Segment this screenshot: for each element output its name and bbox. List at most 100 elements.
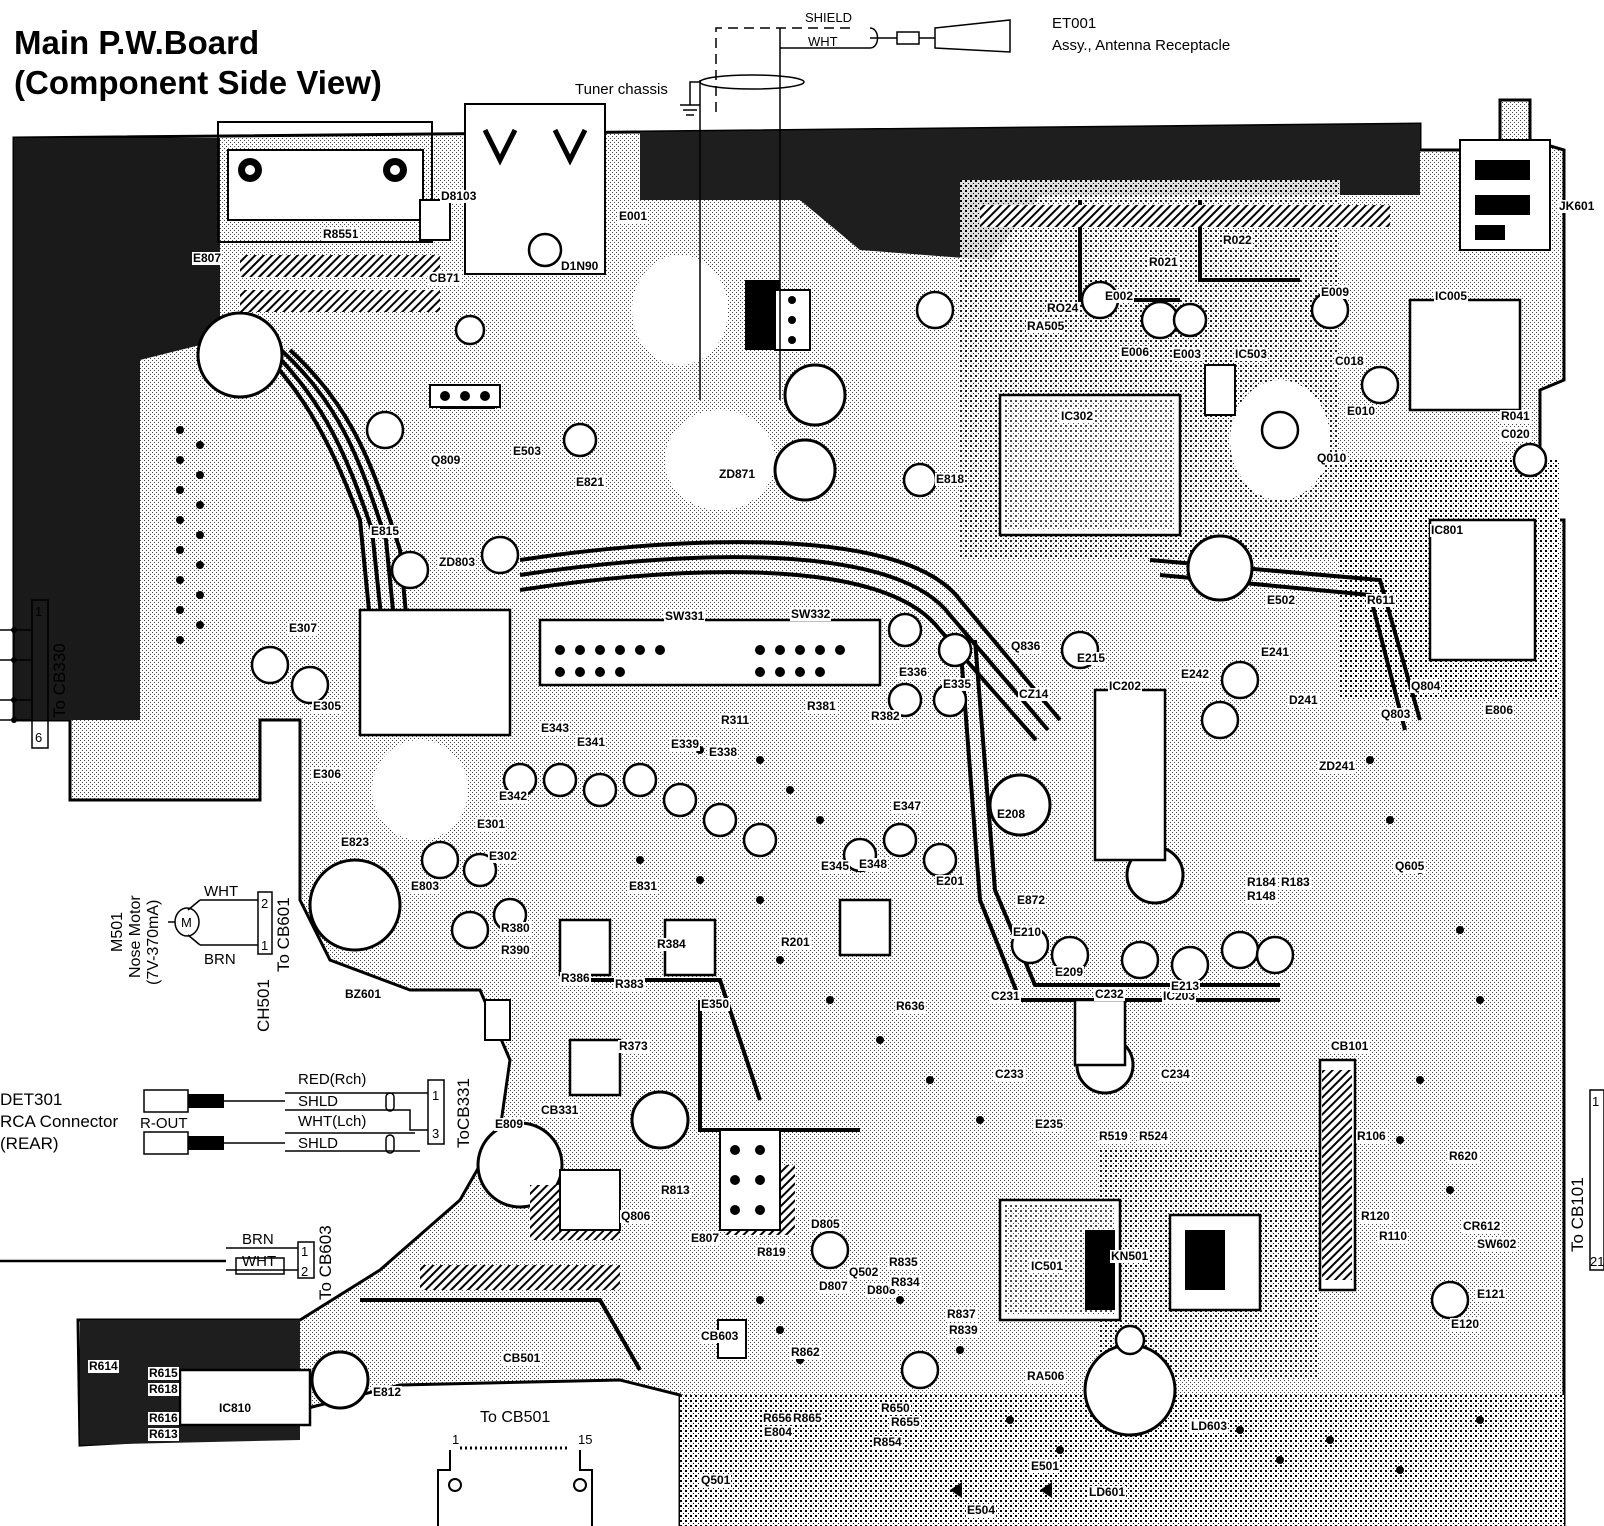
rca-desc1: RCA Connector	[0, 1112, 119, 1131]
component-ref: R865	[792, 1411, 823, 1425]
det301-label: DET301	[0, 1090, 63, 1109]
component-ref: E003	[1172, 347, 1203, 361]
cb603-wht: WHT	[242, 1253, 277, 1270]
cb330-label: To CB330	[50, 643, 69, 718]
component-ref: R380	[500, 921, 531, 935]
cb330-pin6: 6	[35, 730, 43, 745]
component-ref: SW332	[790, 607, 832, 621]
component-ref: E345	[820, 859, 851, 873]
cb603-pin1: 1	[301, 1244, 309, 1259]
component-ref: E335	[942, 677, 973, 691]
component-ref: E809	[494, 1117, 525, 1131]
rca-rout: R-OUT	[140, 1115, 188, 1132]
rca-desc2: (REAR)	[0, 1134, 59, 1153]
cb330-lines	[0, 599, 49, 749]
component-ref: RO24	[1046, 301, 1080, 315]
rca-shld1: SHLD	[298, 1093, 339, 1110]
tuner-chassis-label: Tuner chassis	[575, 81, 668, 98]
component-ref: R819	[756, 1245, 787, 1259]
component-ref: R839	[948, 1323, 979, 1337]
copper-fill-left	[14, 138, 220, 720]
component-ref: R834	[890, 1275, 921, 1289]
component-ref: C231	[990, 989, 1021, 1003]
cb501-pin15: 15	[578, 1432, 593, 1447]
component-ref: Q809	[430, 453, 462, 467]
et001-label: ET001	[1052, 15, 1097, 32]
component-ref: R837	[946, 1307, 977, 1321]
component-ref: R613	[148, 1427, 179, 1441]
component-ref: E302	[488, 849, 519, 863]
component-ref: E201	[935, 874, 966, 888]
motor-to-cb601: To CB601	[274, 897, 293, 972]
motor-ref: M501	[109, 911, 126, 952]
component-ref: R616	[148, 1411, 179, 1425]
component-ref: R524	[1138, 1129, 1169, 1143]
rca-pin1: 1	[432, 1088, 440, 1103]
component-ref: R386	[560, 971, 591, 985]
cb603-brn: BRN	[242, 1231, 274, 1248]
component-ref: Q502	[848, 1265, 880, 1279]
component-ref: C020	[1500, 427, 1531, 441]
component-ref: IC801	[1430, 523, 1465, 537]
component-ref: E872	[1016, 893, 1047, 907]
component-ref: R855	[322, 227, 353, 241]
to-cb101-label: To CB101	[1568, 1177, 1587, 1252]
component-ref: IC302	[1060, 409, 1095, 423]
component-ref: D8103	[440, 189, 478, 203]
component-ref: E215	[1076, 651, 1107, 665]
cb603-lines	[0, 1241, 315, 1279]
component-ref: IC501	[1030, 1259, 1065, 1273]
component-ref: E338	[708, 745, 739, 759]
component-ref: Q836	[1010, 639, 1042, 653]
component-ref: R110	[1378, 1229, 1409, 1243]
cutout	[372, 740, 468, 840]
rca-to-cb331: ToCB331	[454, 1078, 473, 1148]
component-ref: ZD803	[438, 555, 477, 569]
component-ref: R656	[762, 1411, 793, 1425]
component-ref: Q803	[1380, 707, 1412, 721]
component-ref: R854	[872, 1435, 903, 1449]
component-ref: R813	[660, 1183, 691, 1197]
cb101-pin21: 21	[1590, 1254, 1604, 1269]
cb603-to: To CB603	[316, 1225, 335, 1300]
component-ref: R614	[88, 1359, 119, 1373]
small-caps	[250, 232, 1548, 1390]
rca-wht: WHT(Lch)	[298, 1113, 367, 1130]
component-ref: R381	[806, 699, 837, 713]
component-ref: E242	[1180, 667, 1211, 681]
component-ref: Q501	[700, 1473, 732, 1487]
component-ref: E831	[628, 879, 659, 893]
component-ref: E209	[1054, 965, 1085, 979]
motor-brn: BRN	[204, 951, 236, 968]
component-ref: E821	[575, 475, 606, 489]
component-ref: E502	[1266, 593, 1297, 607]
component-ref: E803	[410, 879, 441, 893]
page-title: Main P.W.Board	[14, 24, 260, 61]
component-ref: CB603	[700, 1329, 740, 1343]
component-ref: CB331	[540, 1103, 580, 1117]
component-ref: E010	[1346, 404, 1377, 418]
component-ref: R120	[1360, 1209, 1391, 1223]
component-ref: Q605	[1394, 859, 1426, 873]
et801-connector	[217, 121, 433, 243]
component-ref: CB101	[1330, 1039, 1370, 1053]
component-ref: C018	[1334, 354, 1365, 368]
component-ref: E120	[1450, 1317, 1481, 1331]
component-ref: R373	[618, 1039, 649, 1053]
rca-red: RED(Rch)	[298, 1071, 367, 1088]
component-ref: R384	[656, 937, 687, 951]
component-ref: E343	[540, 721, 571, 735]
component-ref: E121	[1476, 1287, 1507, 1301]
component-ref: E804	[763, 1425, 794, 1439]
component-ref: ZD871	[718, 467, 757, 481]
component-ref: E210	[1012, 925, 1043, 939]
component-ref: C232	[1094, 987, 1125, 1001]
component-ref: R106	[1356, 1129, 1387, 1143]
component-ref: CZ14	[1018, 687, 1050, 701]
component-ref: RA506	[1026, 1369, 1066, 1383]
component-ref: R655	[890, 1415, 921, 1429]
component-ref: C233	[994, 1067, 1025, 1081]
cb330-dots	[11, 627, 17, 723]
component-ref: E341	[576, 735, 607, 749]
component-ref: E306	[312, 767, 343, 781]
